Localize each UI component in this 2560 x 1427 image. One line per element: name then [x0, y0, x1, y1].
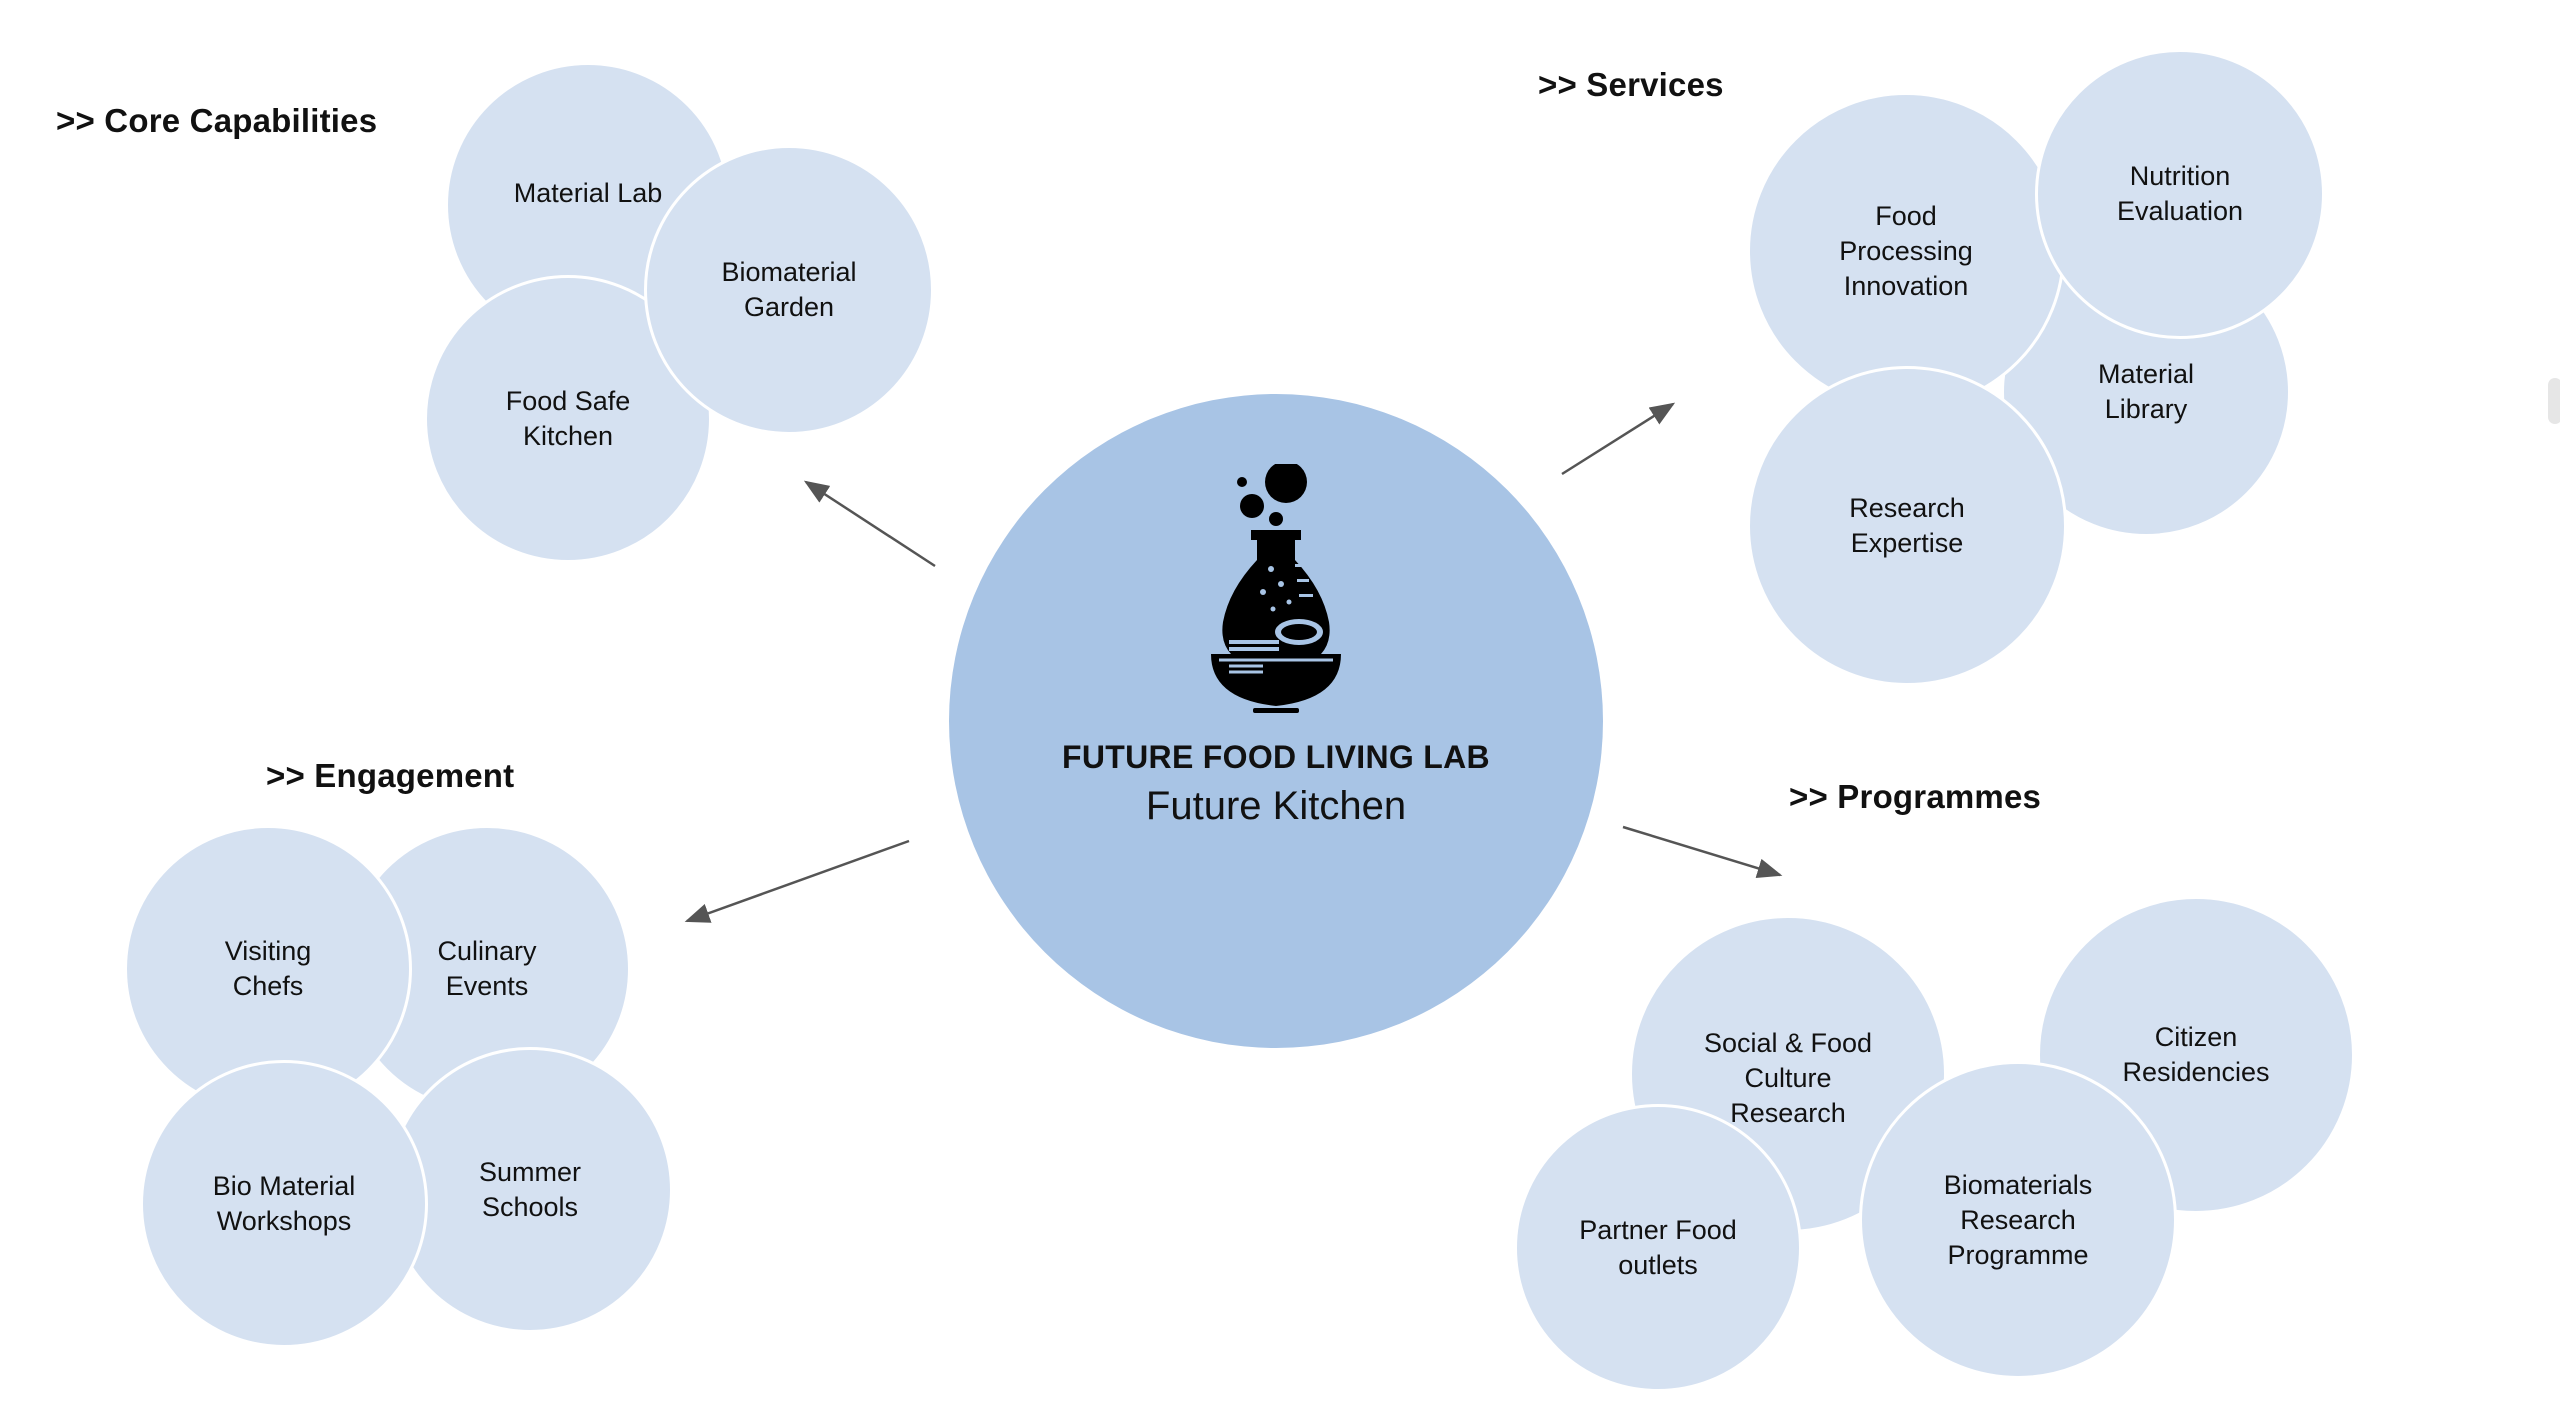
bubble-label: Biomaterials Research Programme	[1943, 1169, 2093, 1270]
bubble-label: Bio Material Workshops	[212, 1171, 356, 1236]
bubble-label: Citizen Residencies	[2122, 1022, 2270, 1087]
engagement-summer-schools-bubble: Summer Schools	[387, 1047, 673, 1333]
core-biomaterial-garden-bubble: Biomaterial Garden	[644, 145, 934, 435]
bubble-label: Food Safe Kitchen	[505, 386, 631, 451]
services-research-expertise-bubble: Research Expertise	[1747, 366, 2067, 686]
bubble-label: Nutrition Evaluation	[2116, 161, 2244, 226]
scrollbar-handle[interactable]	[2548, 378, 2560, 424]
bubble-label: Material Lab	[513, 177, 663, 208]
center-subtitle: Future Kitchen	[1145, 784, 1407, 828]
bubble-label: Visiting Chefs	[224, 936, 312, 1001]
central-hub-circle: FUTURE FOOD LIVING LAB Future Kitchen	[949, 394, 1603, 1048]
bubble-label: Partner Food outlets	[1579, 1215, 1737, 1280]
programmes-biomaterials-research-bubble: Biomaterials Research Programme	[1859, 1061, 2177, 1379]
programmes-heading: >> Programmes	[1789, 778, 2042, 815]
services-food-processing-bubble: Food Processing Innovation	[1747, 92, 2065, 410]
engagement-heading: >> Engagement	[266, 757, 515, 794]
arrow-to-programmes	[1622, 825, 1783, 878]
bubble-label: Material Library	[2097, 359, 2195, 424]
services-nutrition-evaluation-bubble: Nutrition Evaluation	[2035, 49, 2325, 339]
arrow-to-engagement	[684, 839, 910, 923]
bubble-label: Social & Food Culture Research	[1703, 1027, 1873, 1128]
programmes-citizen-residencies-bubble: Citizen Residencies	[2037, 896, 2355, 1214]
flask-icon	[1211, 464, 1341, 713]
bubble-label: Food Processing Innovation	[1839, 200, 1973, 301]
arrow-to-services	[1561, 402, 1676, 476]
bubble-label: Summer Schools	[478, 1157, 581, 1222]
programmes-partner-food-outlets-bubble: Partner Food outlets	[1514, 1104, 1802, 1392]
services-heading: >> Services	[1538, 66, 1724, 103]
bubble-label: Research Expertise	[1849, 493, 1965, 558]
bubble-label: Culinary Events	[437, 936, 537, 1001]
center-title: FUTURE FOOD LIVING LAB	[1062, 739, 1490, 775]
engagement-bio-material-workshops-bubble: Bio Material Workshops	[140, 1060, 428, 1348]
arrow-to-core-capabilities	[803, 480, 936, 568]
core-capabilities-heading: >> Core Capabilities	[56, 102, 378, 139]
bubble-label: Biomaterial Garden	[721, 257, 857, 322]
